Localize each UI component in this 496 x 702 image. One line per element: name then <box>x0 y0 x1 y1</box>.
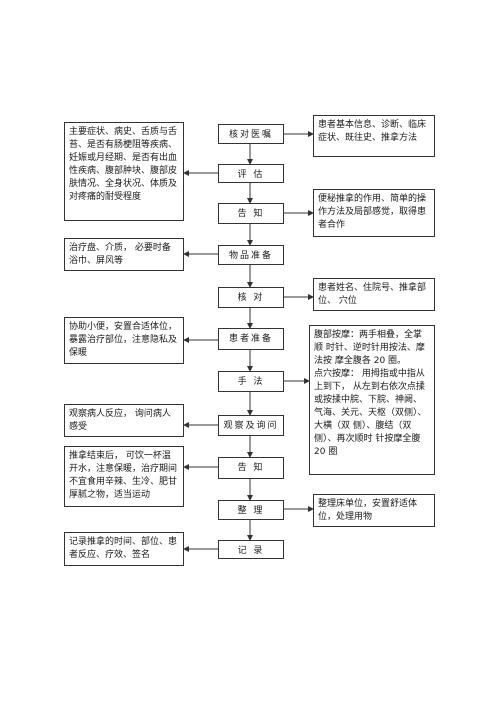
note-inform: 便秘推拿的作用、简单的操作方法及局部感觉，取得患者合作 <box>313 189 435 237</box>
step-observe: 观察及询问 <box>218 415 284 436</box>
step-prepare-items: 物品准备 <box>218 245 284 265</box>
note-record: 记录推拿的时间、部位、患者反应、疗效、签名 <box>64 532 184 566</box>
note-tidy: 整理床单位，安置舒适体位，处理用物 <box>313 494 435 527</box>
note-order-info: 患者基本信息、诊断、临床症状、既往史、推拿方法 <box>313 115 435 157</box>
step-technique: 手 法 <box>218 371 284 392</box>
step-record: 记 录 <box>218 540 284 559</box>
note-inform-after: 推拿结束后， 可饮一杯温开水，注意保暖，治疗期间不宜食用辛辣、生冷、肥甘厚腻之物… <box>64 446 184 507</box>
step-inform: 告 知 <box>218 203 284 224</box>
step-tidy: 整 理 <box>218 500 284 520</box>
note-items: 治疗盘、介质， 必要时备浴巾、屏风等 <box>64 238 184 271</box>
step-verify-order: 核对医嘱 <box>218 124 284 144</box>
step-verify: 核 对 <box>218 287 284 308</box>
note-observe: 观察病人反应， 询问病人感受 <box>64 404 184 437</box>
step-patient-prep: 患者准备 <box>218 328 284 350</box>
note-patient-prep: 协助小便，安置合适体位，暴露治疗部位，注意隐私及保暖 <box>64 317 184 364</box>
note-assessment: 主要症状、病史、舌质与舌苔、是否有肠梗阻等疾病、妊娠或月经期、是否有出血性疾病、… <box>64 122 184 221</box>
note-technique: 腹部按摩：两手相叠，全掌顺 时针、逆时针用按法、摩法按 摩全腹各 20 圈。 点… <box>309 325 435 475</box>
note-verify: 患者姓名、住院号、推拿部位、 穴位 <box>313 278 435 311</box>
step-assess: 评 估 <box>218 164 284 183</box>
step-inform-after: 告 知 <box>218 457 284 479</box>
